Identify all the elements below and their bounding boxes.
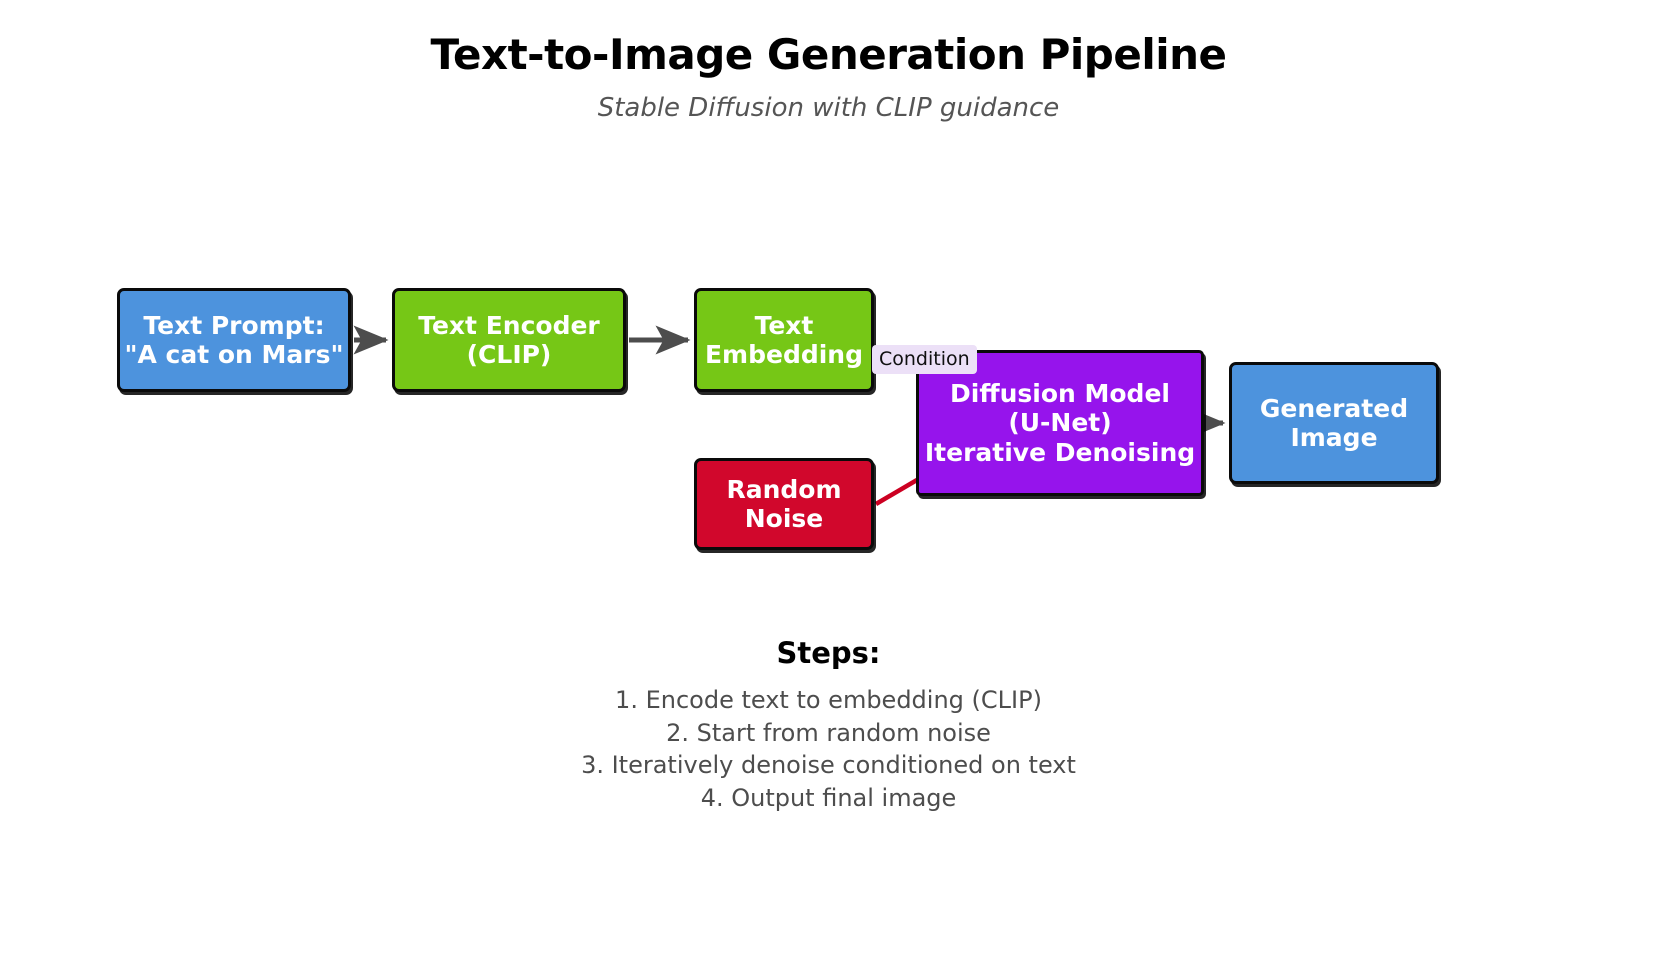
node-generated-image[interactable]: Generated Image (1229, 362, 1439, 484)
page-subtitle: Stable Diffusion with CLIP guidance (597, 93, 1060, 123)
edge-label-condition: Condition (872, 345, 977, 374)
node-text-embedding[interactable]: Text Embedding (694, 288, 874, 392)
node-text-encoder[interactable]: Text Encoder (CLIP) (392, 288, 626, 392)
steps-section: Steps: 1. Encode text to embedding (CLIP… (0, 636, 1657, 815)
node-diffusion-model[interactable]: Diffusion Model (U-Net) Iterative Denois… (916, 350, 1204, 496)
step-item: 3. Iteratively denoise conditioned on te… (581, 751, 1076, 780)
node-text-prompt[interactable]: Text Prompt: "A cat on Mars" (117, 288, 351, 392)
page-title: Text-to-Image Generation Pipeline (430, 30, 1227, 79)
step-item: 1. Encode text to embedding (CLIP) (615, 686, 1042, 714)
header: Text-to-Image Generation Pipeline Stable… (0, 0, 1657, 123)
node-random-noise[interactable]: Random Noise (694, 458, 874, 550)
steps-list: 1. Encode text to embedding (CLIP) 2. St… (0, 670, 1657, 815)
steps-heading: Steps: (776, 636, 881, 670)
step-item: 2. Start from random noise (666, 718, 991, 747)
step-item: 4. Output final image (700, 783, 957, 812)
